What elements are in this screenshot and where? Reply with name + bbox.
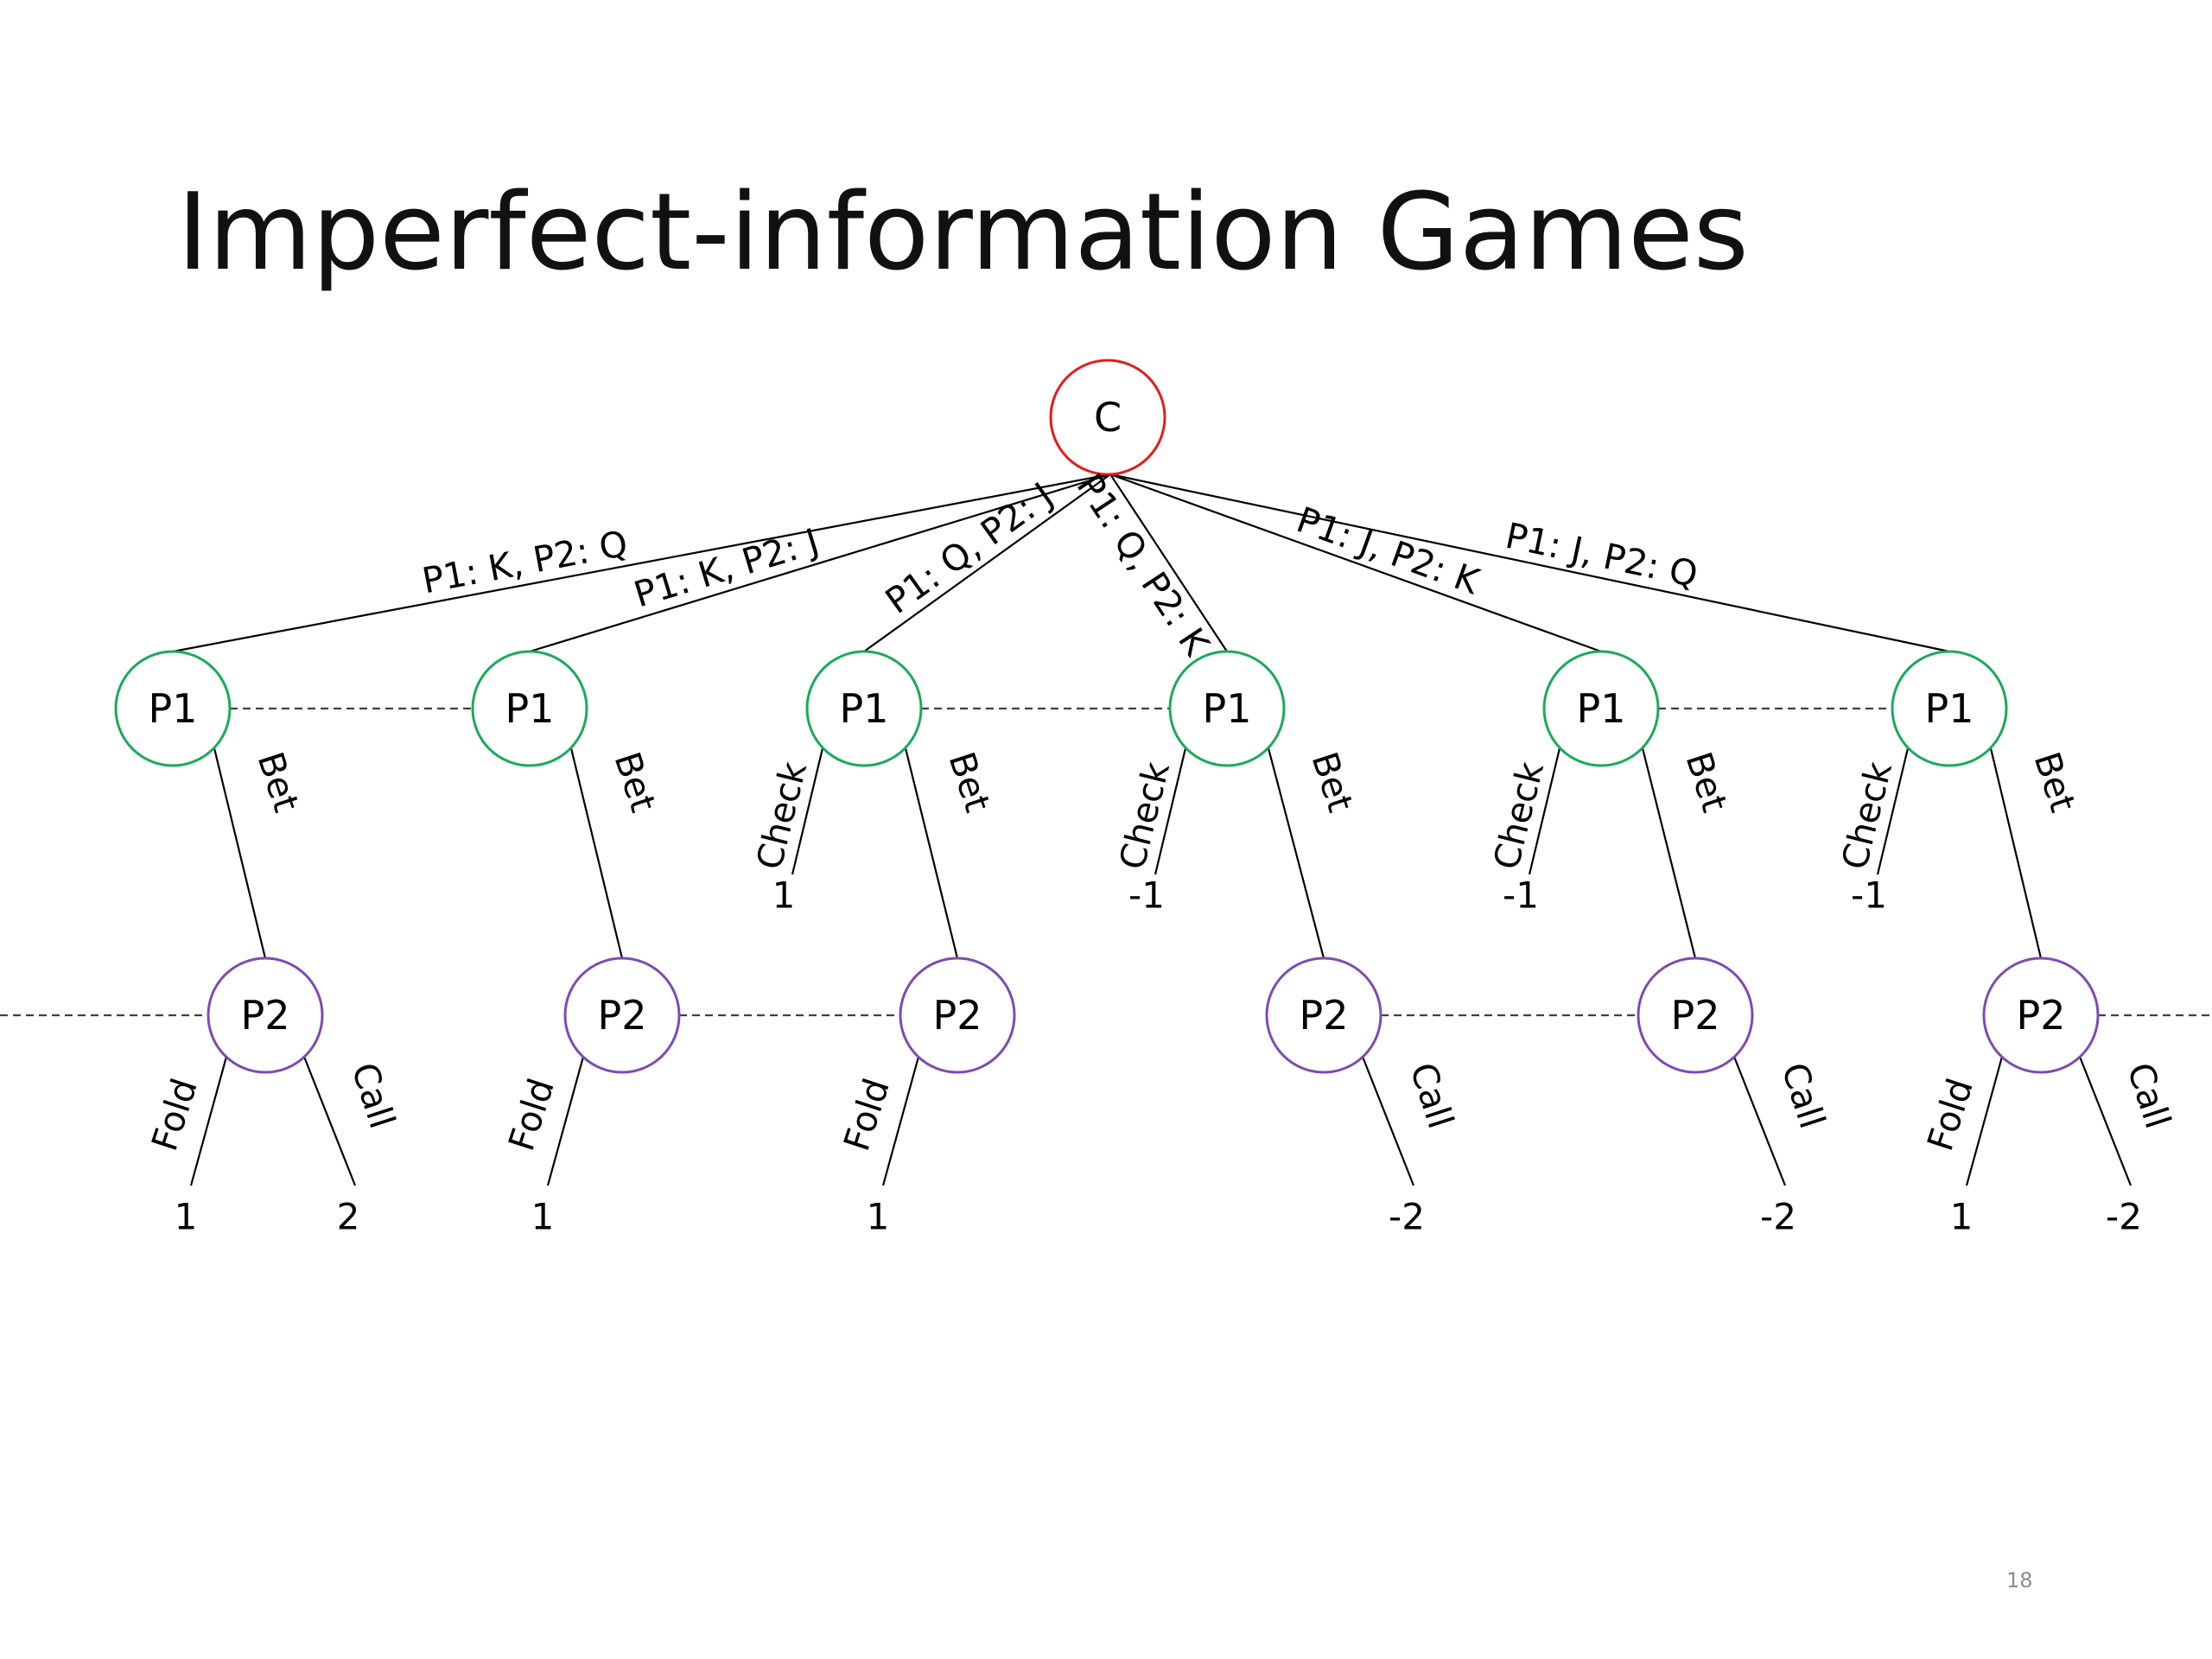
p1-node-5-label: P1	[1576, 685, 1625, 732]
p2-node-5-circle	[1637, 957, 1754, 1074]
deal-label-3: P1: Q, P2: J	[878, 474, 1060, 622]
fold-payoff-2: 1	[531, 1196, 555, 1238]
check-edge-4	[1154, 747, 1187, 875]
fold-label-1: Fold	[143, 1073, 206, 1155]
bet-label-6: Bet	[2025, 747, 2083, 817]
fold-edge-6	[1965, 1056, 2004, 1186]
bet-edge-2	[569, 747, 624, 959]
deal-label-1: P1: K, P2: Q	[419, 523, 631, 602]
deal-edge-5	[1109, 473, 1602, 653]
call-payoff-1: 2	[337, 1196, 360, 1238]
p1-node-2-label: P1	[505, 685, 554, 732]
p1-node-6-label: P1	[1924, 685, 1974, 732]
bet-label-1: Bet	[249, 747, 307, 817]
call-label-4: Call	[1402, 1058, 1461, 1134]
fold-payoff-1: 1	[175, 1196, 198, 1238]
bet-edge-4	[1267, 747, 1325, 959]
call-label-1: Call	[343, 1058, 403, 1134]
fold-label-6: Fold	[1919, 1073, 1981, 1155]
chance-node-circle	[1049, 359, 1166, 476]
check-label-6: Check	[1834, 758, 1900, 874]
slide-title: Imperfect-information Games	[177, 171, 1749, 295]
p1-node-1-label: P1	[148, 685, 197, 732]
bet-edge-3	[904, 747, 959, 959]
fold-edge-1	[189, 1056, 228, 1186]
p2-node-3-label: P2	[932, 992, 982, 1039]
check-edge-6	[1876, 747, 1910, 875]
chance-node-label: C	[1094, 394, 1122, 441]
bet-edge-5	[1641, 747, 1697, 959]
p2-node-3-circle	[899, 957, 1016, 1074]
deal-edge-3	[863, 474, 1111, 652]
check-edge-3	[791, 747, 824, 875]
call-edge-1	[302, 1056, 357, 1186]
fold-edge-2	[546, 1056, 585, 1186]
check-label-5: Check	[1485, 758, 1552, 874]
deal-label-4: P1: Q, P2: K	[1068, 467, 1217, 664]
page-number: 18	[2006, 1568, 2033, 1592]
deal-label-2: P1: K, P2: J	[629, 520, 823, 615]
bet-edge-1	[213, 747, 267, 959]
fold-payoff-3: 1	[867, 1196, 890, 1238]
p2-node-4-label: P2	[1299, 992, 1348, 1039]
p1-node-6-circle	[1891, 650, 2008, 767]
p1-node-4-label: P1	[1202, 685, 1251, 732]
bet-edge-6	[1989, 747, 2043, 959]
call-edge-5	[1732, 1056, 1787, 1186]
bet-label-3: Bet	[940, 747, 998, 817]
tree-edges	[172, 473, 2133, 1186]
p2-node-1-circle	[207, 957, 324, 1074]
p2-node-6-label: P2	[2016, 992, 2065, 1039]
call-edge-4	[1361, 1056, 1415, 1186]
deal-edge-1	[172, 473, 1111, 653]
p1-node-1-circle	[114, 650, 232, 767]
p2-node-5-label: P2	[1670, 992, 1719, 1039]
p1-node-2-circle	[471, 650, 588, 767]
p1-node-3-label: P1	[839, 685, 888, 732]
check-payoff-6: -1	[1851, 874, 1887, 917]
deal-edge-6	[1109, 473, 1950, 653]
p2-node-4-circle	[1265, 957, 1382, 1074]
check-label-4: Check	[1111, 758, 1178, 874]
call-label-5: Call	[1773, 1058, 1833, 1134]
call-label-6: Call	[2119, 1058, 2178, 1134]
p2-node-1-label: P2	[240, 992, 289, 1039]
p1-node-5-circle	[1542, 650, 1660, 767]
call-payoff-4: -2	[1389, 1196, 1425, 1238]
p1-node-4-circle	[1168, 650, 1286, 767]
fold-edge-3	[881, 1056, 920, 1186]
call-payoff-6: -2	[2106, 1196, 2142, 1238]
p1-node-3-circle	[805, 650, 923, 767]
check-payoff-4: -1	[1128, 874, 1165, 917]
check-payoff-5: -1	[1503, 874, 1539, 917]
check-edge-5	[1528, 747, 1561, 875]
bet-label-4: Bet	[1303, 747, 1361, 817]
bet-label-2: Bet	[606, 747, 664, 817]
deal-edge-4	[1109, 474, 1228, 652]
deal-edge-2	[529, 473, 1111, 653]
p2-node-6-circle	[1982, 957, 2100, 1074]
call-edge-6	[2078, 1056, 2133, 1186]
p2-node-2-label: P2	[597, 992, 646, 1039]
check-payoff-3: 1	[772, 874, 796, 917]
fold-payoff-6: 1	[1950, 1196, 1974, 1238]
fold-label-3: Fold	[836, 1073, 898, 1155]
call-payoff-5: -2	[1760, 1196, 1796, 1238]
information-set-links	[0, 707, 2212, 1017]
bet-label-5: Bet	[1677, 747, 1735, 817]
deal-label-6: P1: J, P2: Q	[1502, 515, 1701, 596]
p2-node-2-circle	[563, 957, 681, 1074]
check-label-3: Check	[748, 758, 815, 874]
fold-label-2: Fold	[500, 1073, 563, 1155]
